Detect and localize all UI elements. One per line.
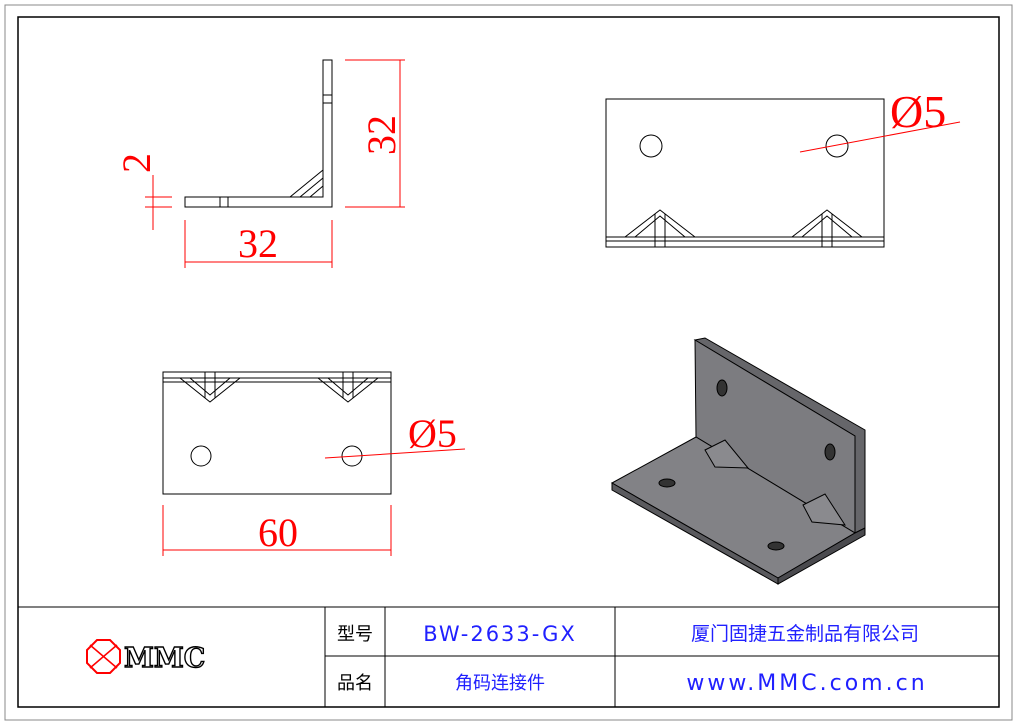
height-dimension-label: 32 — [359, 115, 404, 155]
outer-border — [4, 4, 1013, 721]
company-name: 厦门固捷五金制品有限公司 — [691, 623, 919, 645]
model-label: 型号 — [337, 624, 373, 645]
logo-text: MMC — [124, 643, 205, 674]
front-view — [162, 371, 392, 495]
length-dimension-label: 60 — [258, 510, 298, 555]
front-view-dimensions — [162, 448, 466, 556]
top-hole-dimension-label: Ø5 — [890, 86, 946, 137]
top-view — [605, 98, 885, 248]
hole-leader-line — [799, 121, 961, 153]
drawing-frame — [17, 16, 1000, 708]
title-block — [18, 606, 999, 707]
isometric-view — [610, 337, 866, 585]
name-value: 角码连接件 — [455, 673, 545, 694]
side-view — [184, 59, 333, 208]
hole-circle — [190, 445, 212, 467]
hole-circle — [639, 134, 663, 158]
website: www.MMC.com.cn — [686, 671, 927, 696]
name-label: 品名 — [337, 673, 373, 694]
logo-emblem-icon — [86, 639, 121, 674]
mmc-logo: MMC — [86, 639, 206, 675]
side-view-dimensions — [145, 59, 405, 268]
width-dimension-label: 32 — [238, 221, 278, 266]
front-hole-dimension-label: Ø5 — [408, 411, 457, 456]
hole-circle — [825, 134, 849, 158]
model-value: BW-2633-GX — [423, 622, 577, 646]
thickness-dimension-label: 2 — [114, 153, 159, 173]
